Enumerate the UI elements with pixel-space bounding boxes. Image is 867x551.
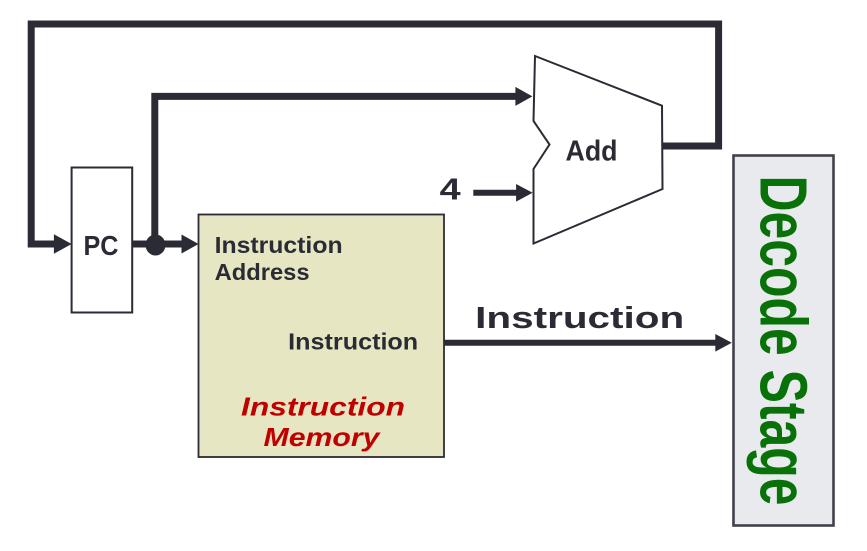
svg-text:Instruction: Instruction [288,328,418,354]
svg-text:Memory: Memory [264,422,382,452]
svg-text:Decode Stage: Decode Stage [746,176,821,506]
svg-text:Address: Address [215,259,310,285]
svg-text:Instruction: Instruction [241,392,405,422]
svg-text:Instruction: Instruction [215,232,343,258]
svg-text:Instruction: Instruction [475,301,684,335]
svg-text:Add: Add [566,135,618,167]
svg-text:4: 4 [440,171,462,206]
svg-text:PC: PC [84,230,119,261]
